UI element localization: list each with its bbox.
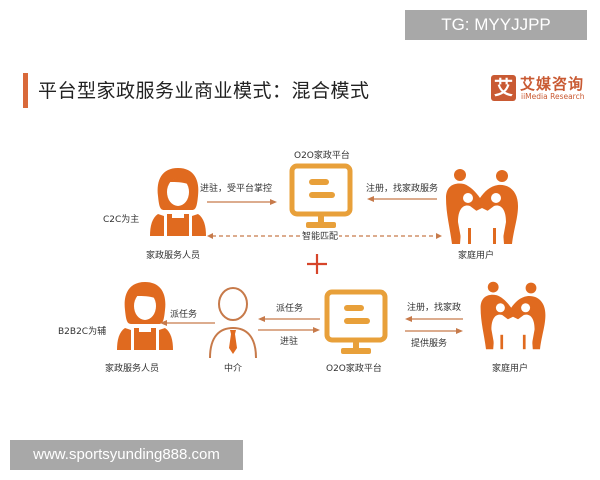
plus-icon xyxy=(307,254,327,274)
family-users-icon-bottom xyxy=(480,281,546,350)
arrow-left-icon xyxy=(405,316,463,322)
arrow-label-user-to-platform: 注册，找家政服务 xyxy=(366,184,439,194)
user-label-top: 家庭用户 xyxy=(458,251,495,261)
b2b2c-label: B2B2C为辅 xyxy=(58,327,107,337)
page-title: 平台型家政服务业商业模式：混合模式 xyxy=(38,80,370,102)
logo-name-en: iiMedia Research xyxy=(521,92,585,101)
agent-person-icon xyxy=(209,287,257,359)
watermark-badge-bottom: www.sportsyunding888.com xyxy=(10,440,243,470)
arrow-label-worker-to-platform: 进驻，受平台掌控 xyxy=(200,184,273,194)
arrow-label-platform-to-user: 提供服务 xyxy=(411,339,448,349)
female-worker-icon-bottom xyxy=(117,282,173,350)
worker-label-bottom: 家政服务人员 xyxy=(105,364,160,374)
arrow-label-agent-to-worker: 派任务 xyxy=(170,310,198,320)
arrow-left-icon xyxy=(258,316,320,322)
platform-label-bottom: O2O家政平台 xyxy=(326,364,382,374)
arrow-left-icon xyxy=(160,320,215,326)
female-worker-icon xyxy=(150,168,206,236)
arrow-label-user-to-platform-bottom: 注册，找家政 xyxy=(407,303,462,313)
platform-monitor-icon xyxy=(289,163,353,228)
user-label-bottom: 家庭用户 xyxy=(492,364,529,374)
arrow-right-icon xyxy=(405,328,463,334)
worker-label-top: 家政服务人员 xyxy=(146,251,201,261)
arrow-right-icon xyxy=(207,199,277,205)
arrow-label-platform-to-agent: 派任务 xyxy=(276,304,304,314)
arrow-left-icon xyxy=(367,196,437,202)
arrow-right-icon xyxy=(258,327,320,333)
c2c-label: C2C为主 xyxy=(103,215,140,225)
family-users-icon xyxy=(446,169,518,244)
platform-label-top: O2O家政平台 xyxy=(294,151,350,161)
watermark-badge-top: TG: MYYJJPP xyxy=(405,10,587,40)
logo-name-cn: 艾媒咨询 xyxy=(520,75,585,93)
logo-icon: 艾 xyxy=(491,75,516,101)
arrow-label-agent-to-platform: 进驻 xyxy=(280,337,299,347)
title-accent-bar xyxy=(23,73,28,108)
agent-label: 中介 xyxy=(224,364,243,374)
platform-monitor-icon-bottom xyxy=(324,289,388,354)
smart-matching-label: 智能匹配 xyxy=(301,229,340,242)
